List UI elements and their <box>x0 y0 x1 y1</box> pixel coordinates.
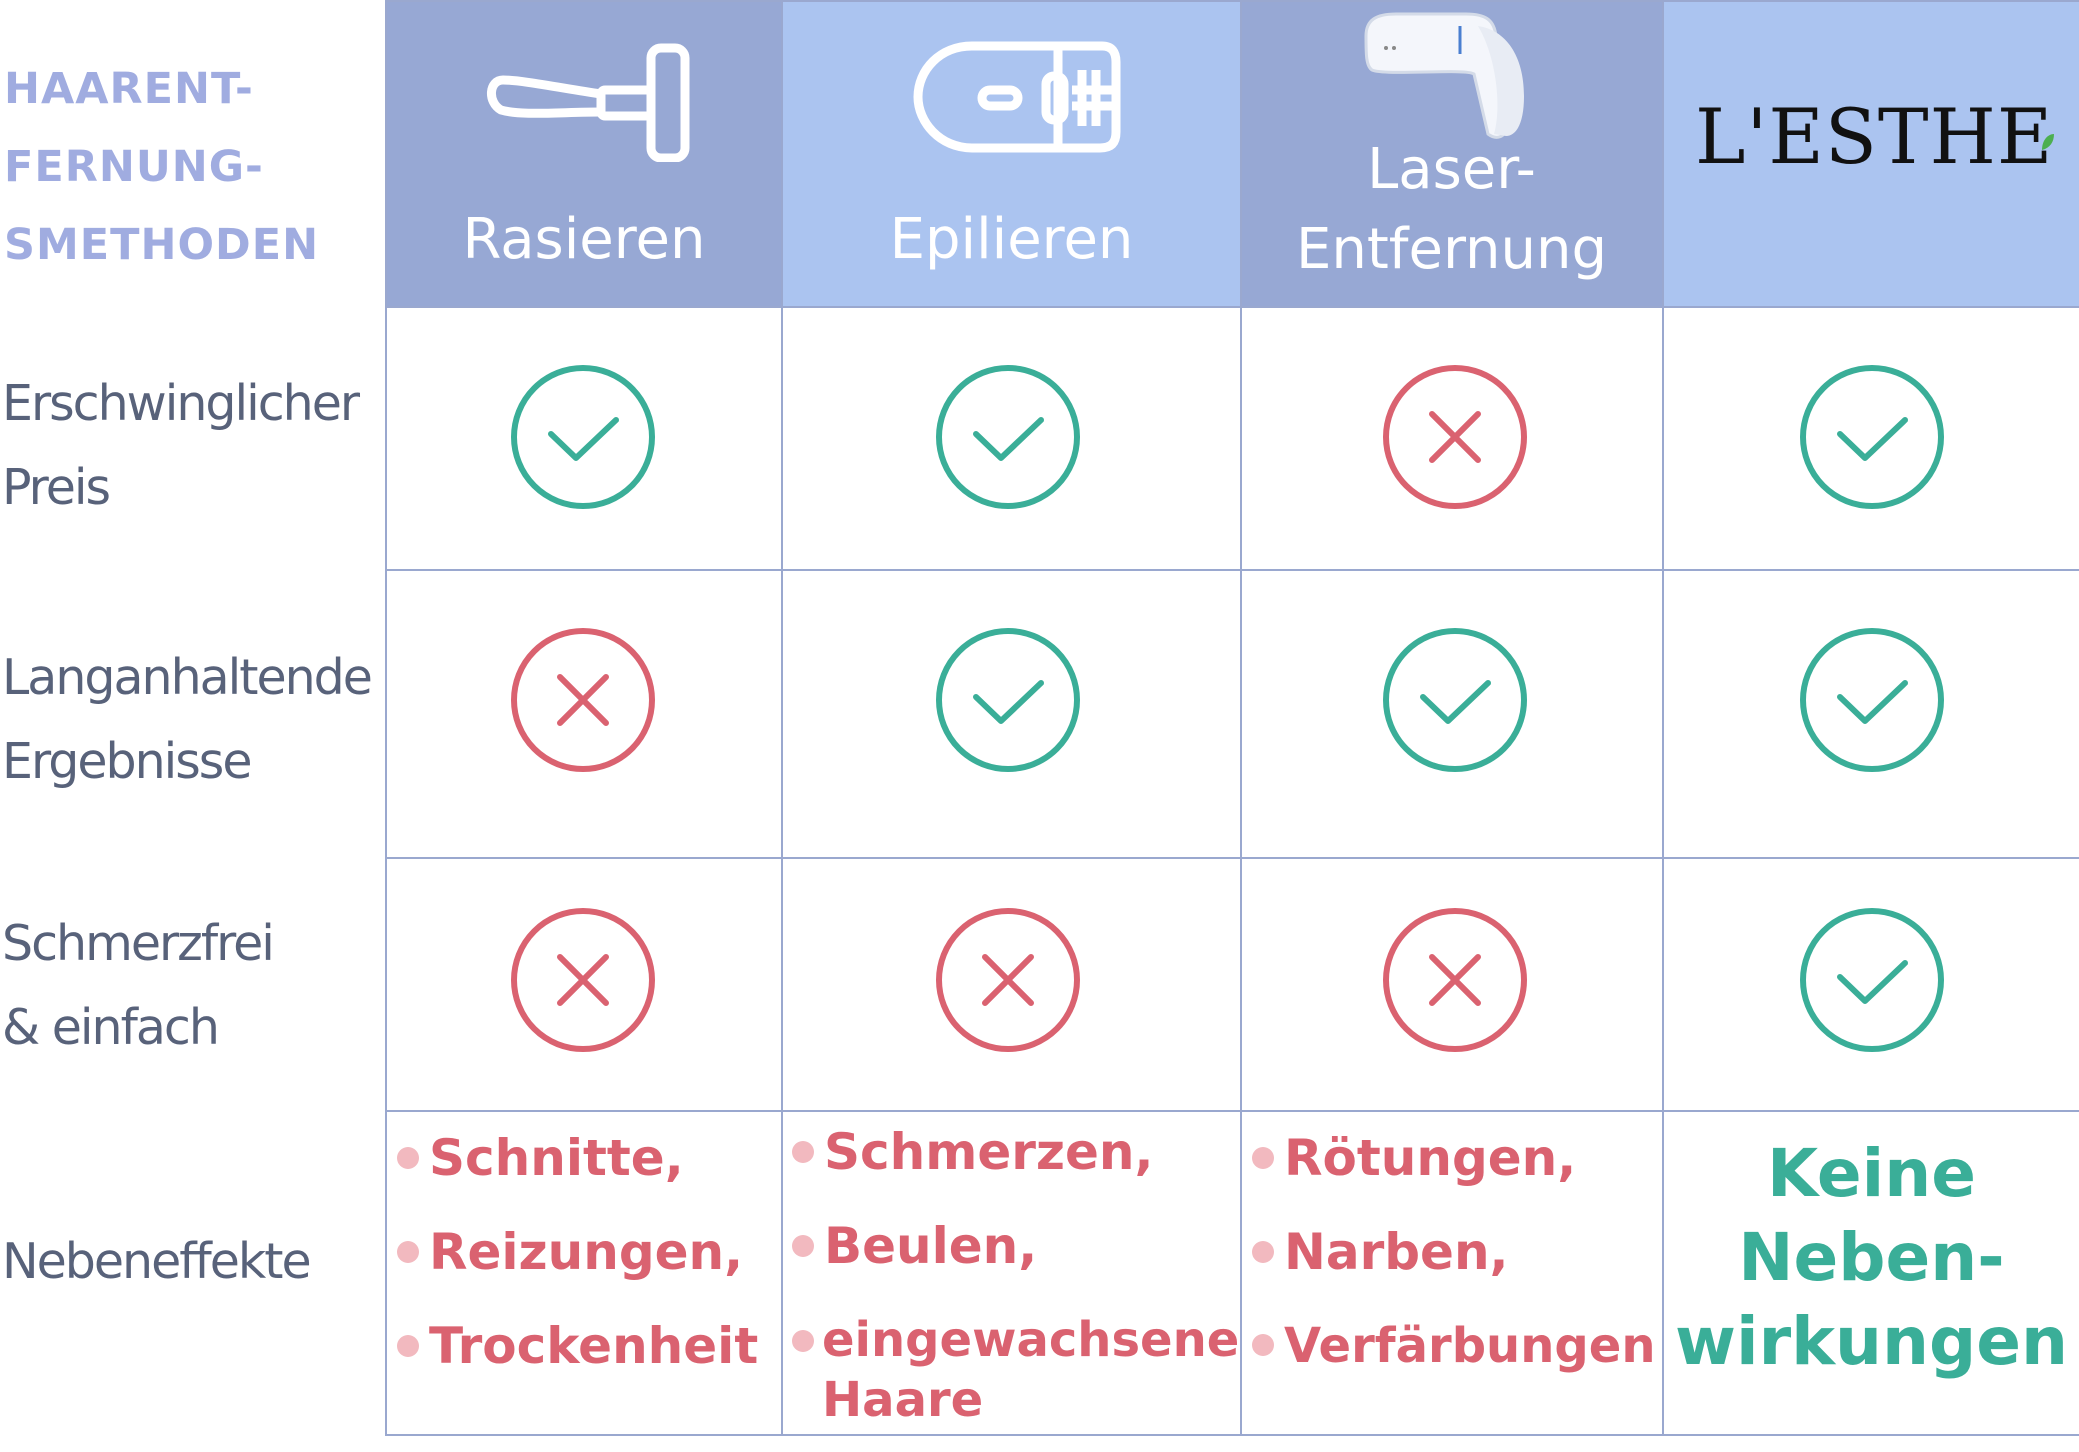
check-icon <box>1800 365 1944 509</box>
check-icon <box>936 628 1080 772</box>
bullet-dot <box>1252 1334 1274 1356</box>
row-label-line: Schmerzfrei <box>2 915 275 972</box>
side-effect-item: Verfärbungen <box>1252 1316 1655 1376</box>
row-label-line: & einfach <box>2 999 220 1056</box>
bullet-dot <box>397 1146 419 1169</box>
row-label-line: Erschwinglicher <box>2 375 360 432</box>
header-label: Rasieren <box>462 207 706 272</box>
side-effect-item: Reizungen, <box>397 1222 743 1282</box>
no-side-effects-line: Keine <box>1766 1135 1977 1212</box>
grid-line <box>385 857 2079 859</box>
side-effect-text: eingewachsene Haare <box>822 1312 1240 1428</box>
bullet-dot <box>397 1334 419 1357</box>
table-title: HAARENT- FERNUNG- SMETHODEN <box>4 50 319 284</box>
no-side-effects: Keine Neben- wirkungen <box>1664 1132 2079 1384</box>
bullet-dot <box>1252 1146 1274 1169</box>
side-effect-text: Schnitte, <box>429 1129 684 1187</box>
check-icon <box>1800 908 1944 1052</box>
header-lesthe <box>1662 2 2079 307</box>
cross-icon <box>511 628 655 772</box>
grid-line <box>781 0 783 1436</box>
grid-line <box>385 0 387 1436</box>
lesthe-logo: L'ESTHE <box>1695 92 2054 181</box>
bullet-dot <box>397 1240 419 1263</box>
no-side-effects-line: Neben- <box>1738 1219 2005 1296</box>
laser-device-icon <box>1364 12 1524 139</box>
grid-line <box>1240 0 1242 1436</box>
row-label-line: Preis <box>2 459 111 516</box>
check-icon <box>1383 628 1527 772</box>
side-effect-text: Verfärbungen <box>1284 1318 1656 1374</box>
cross-icon <box>936 908 1080 1052</box>
cross-icon <box>511 908 655 1052</box>
bullet-dot <box>1252 1240 1274 1263</box>
bullet-dot <box>792 1140 814 1163</box>
header-label: Laser- <box>1367 137 1536 202</box>
side-effect-item: Rötungen, <box>1252 1128 1576 1188</box>
grid-line <box>385 1434 2079 1436</box>
header-label: Epilieren <box>889 207 1134 272</box>
grid-line <box>385 0 2079 2</box>
side-effect-item: Narben, <box>1252 1222 1509 1282</box>
cross-icon <box>1383 908 1527 1052</box>
header-label: Entfernung <box>1295 217 1608 282</box>
header-rasieren: Rasieren <box>386 2 782 307</box>
side-effect-text: Rötungen, <box>1284 1129 1577 1187</box>
grid-line <box>1662 0 1664 1436</box>
cross-icon <box>1383 365 1527 509</box>
header-epilieren: Epilieren <box>782 2 1241 307</box>
title-line: HAARENT- <box>4 64 254 114</box>
row-label-painless: Schmerzfrei & einfach <box>2 902 275 1070</box>
side-effect-item: Beulen, <box>792 1216 1037 1276</box>
grid-line <box>385 569 2079 571</box>
epilator-icon <box>913 41 1121 153</box>
row-label-side-effects: Nebeneffekte <box>2 1233 312 1290</box>
bullet-dot <box>792 1234 814 1257</box>
bullet-dot <box>792 1330 814 1352</box>
side-effect-item: Schnitte, <box>397 1128 684 1188</box>
side-effect-item: eingewachsene Haare <box>792 1310 1240 1430</box>
title-line: SMETHODEN <box>4 220 320 270</box>
side-effect-item: Trockenheit <box>397 1316 758 1376</box>
side-effect-text: Narben, <box>1284 1223 1509 1281</box>
check-icon <box>1800 628 1944 772</box>
check-icon <box>511 365 655 509</box>
row-label-line: Ergebnisse <box>2 733 252 790</box>
row-label-price: Erschwinglicher Preis <box>2 362 360 530</box>
side-effect-text: Reizungen, <box>429 1223 744 1281</box>
leaf-icon <box>2042 134 2054 150</box>
side-effect-item: Schmerzen, <box>792 1122 1154 1182</box>
razor-icon <box>487 43 690 162</box>
side-effect-text: Beulen, <box>824 1217 1038 1275</box>
row-label-results: Langanhaltende Ergebnisse <box>2 636 373 804</box>
header-laser: Laser- Entfernung <box>1241 2 1662 307</box>
title-line: FERNUNG- <box>4 142 264 192</box>
grid-line <box>385 1110 2079 1112</box>
side-effect-text: Schmerzen, <box>824 1123 1154 1181</box>
no-side-effects-line: wirkungen <box>1674 1303 2068 1380</box>
row-label-line: Langanhaltende <box>2 649 373 706</box>
grid-line <box>385 306 2079 308</box>
check-icon <box>936 365 1080 509</box>
side-effect-text: Trockenheit <box>429 1317 759 1375</box>
